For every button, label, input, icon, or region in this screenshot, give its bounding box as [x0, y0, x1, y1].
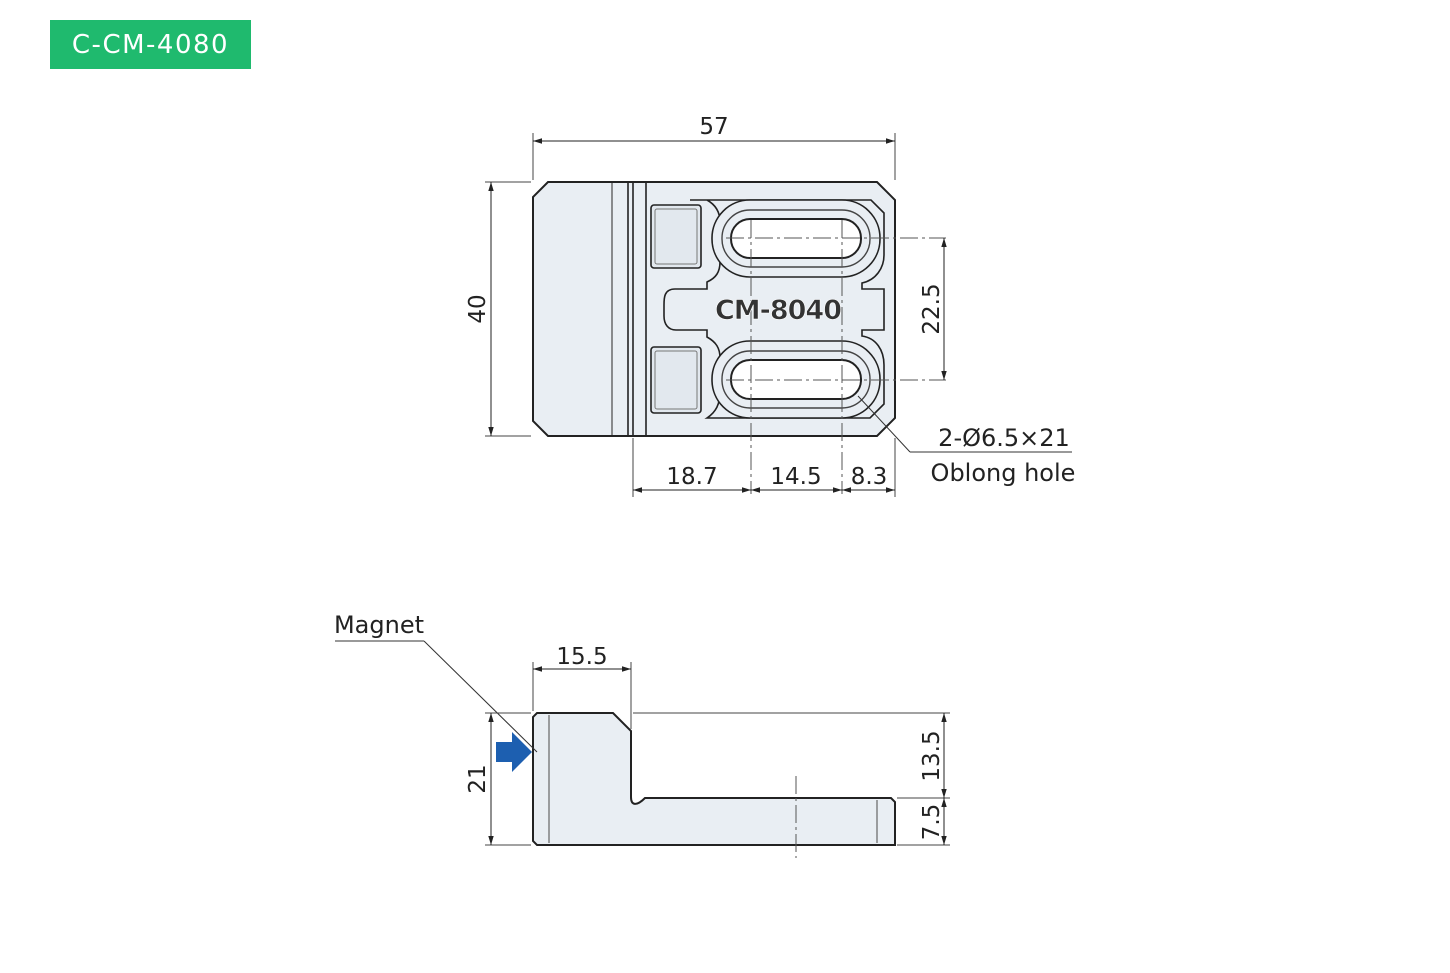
product-code-badge: C-CM-4080 [50, 20, 251, 69]
hole-label: Oblong hole [931, 459, 1076, 487]
svg-text:21: 21 [465, 764, 491, 793]
magnet-label: Magnet [334, 611, 424, 639]
svg-text:22.5: 22.5 [919, 283, 945, 334]
magnet-arrow-icon [496, 732, 532, 772]
svg-text:15.5: 15.5 [556, 644, 607, 670]
svg-text:40: 40 [465, 294, 491, 323]
svg-text:18.7: 18.7 [666, 464, 717, 490]
magnet-callout: Magnet [334, 611, 538, 753]
svg-text:8.3: 8.3 [851, 464, 888, 490]
side-view: Magnet 15.5 21 13.5 7.5 [334, 611, 950, 858]
svg-text:7.5: 7.5 [919, 804, 945, 841]
recess-lower [650, 346, 702, 414]
hole-spec: 2-Ø6.5×21 [938, 424, 1070, 452]
dim-width: 57 [532, 114, 896, 180]
hole-callout: 2-Ø6.5×21 Oblong hole [857, 395, 1076, 487]
dim-side-height: 21 [465, 712, 531, 846]
side-view-outline [532, 712, 896, 846]
dim-right-chain: 13.5 7.5 [633, 712, 950, 846]
svg-text:57: 57 [699, 114, 728, 140]
dim-pitch: 22.5 [919, 238, 947, 380]
recess-upper [650, 204, 702, 269]
svg-text:14.5: 14.5 [770, 464, 821, 490]
top-view: CM-8040 57 40 22.5 18.7 14. [465, 114, 1075, 497]
dim-chain-bottom: 18.7 14.5 8.3 [632, 438, 896, 497]
pocket-outline [663, 199, 885, 419]
dim-height: 40 [465, 181, 531, 437]
dim-step: 15.5 [532, 644, 632, 729]
svg-text:13.5: 13.5 [919, 730, 945, 781]
part-marking: CM-8040 [715, 295, 841, 326]
